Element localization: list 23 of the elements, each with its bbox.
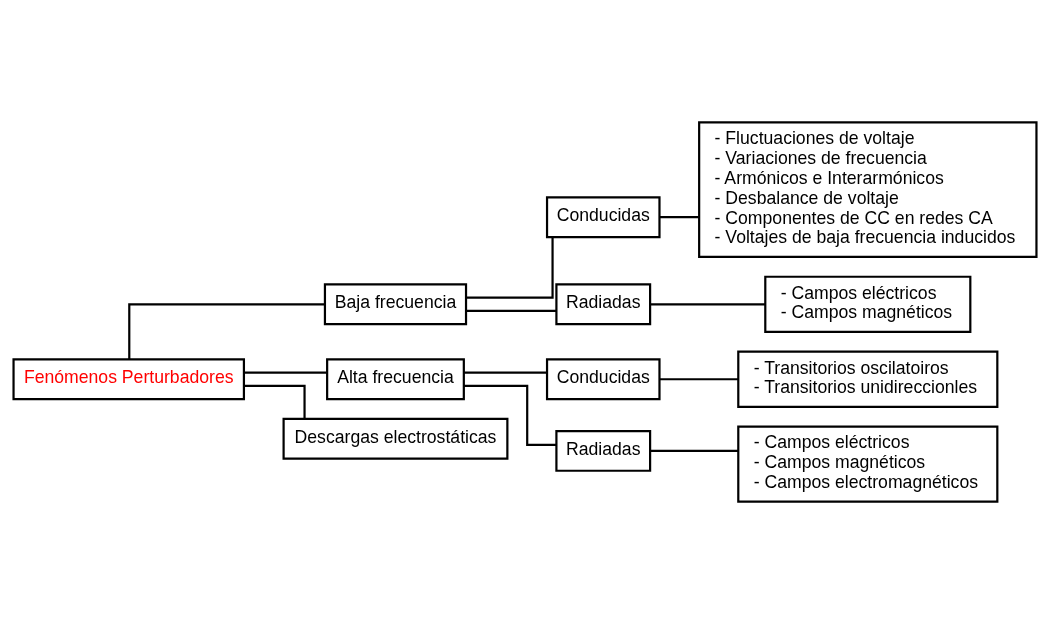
connector	[466, 309, 557, 312]
node-box: Fenómenos Perturbadores	[12, 358, 245, 401]
node-box: - Fluctuaciones de voltaje - Variaciones de frecuencia - Armónicos e Interarmónicos - Desbalance de voltaje - Componentes de CC en redes CA - Voltajes de baja frecuencia inducidos	[698, 121, 1038, 258]
connector	[466, 237, 554, 299]
node-box: - Campos eléctricos - Campos magnéticos - Campos electromagnéticos	[737, 425, 999, 503]
node-box: Alta frecuencia	[326, 358, 465, 401]
node-box: Radiadas	[555, 283, 652, 326]
node-box: Radiadas	[555, 429, 652, 472]
connector	[128, 303, 325, 360]
connector	[659, 216, 699, 219]
node-box: - Campos eléctricos - Campos magnéticos	[764, 275, 972, 333]
node-box: Baja frecuencia	[323, 283, 468, 326]
node-box: - Transitorios oscilatoiros - Transitorios unidireccionles	[737, 350, 999, 408]
connector	[650, 303, 766, 306]
connector	[650, 449, 739, 452]
node-box: Conducidas	[545, 196, 661, 239]
connector	[244, 384, 306, 419]
connector	[659, 378, 739, 381]
connector	[464, 371, 547, 374]
node-box: Conducidas	[545, 358, 661, 401]
connector	[464, 384, 557, 446]
node-box: Descargas electrostáticas	[282, 417, 509, 460]
connector	[244, 371, 327, 374]
